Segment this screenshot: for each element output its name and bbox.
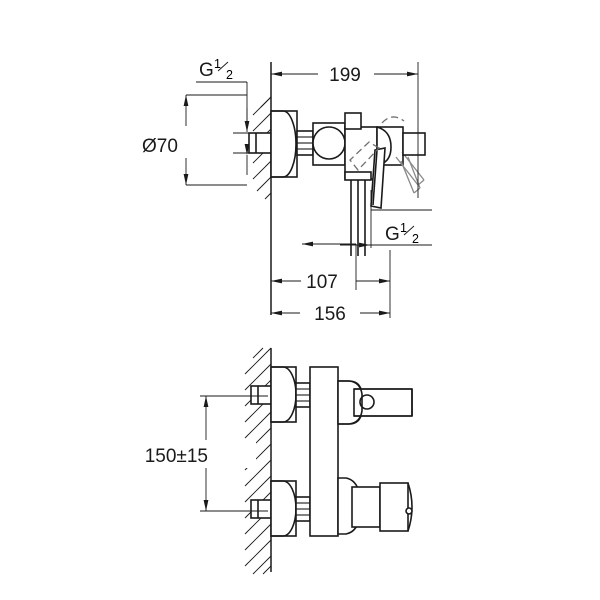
outlet-collar-side [344,171,372,181]
g-half-bottom-letter: G [385,224,400,245]
g-half-bottom-numerator: 1 [400,221,407,235]
outlet-neck-front [351,486,381,528]
side-view-group: 199 199 G 1 2 [142,57,432,325]
dimension-diameter-70: Ø70 [142,94,247,186]
g-half-top-denominator: 2 [226,68,233,82]
lever-arm-curve [338,380,363,425]
outlet-aerator-dot [405,507,413,515]
dimension-199: 199 199 [271,62,418,86]
outlet-stub-side [402,132,426,156]
outlet-cap-front [379,482,409,532]
escutcheon-round-edge [271,110,297,178]
mixer-body-front [309,366,339,537]
lever-pivot-hole [359,394,375,410]
dim-199-label-text: 199 [329,65,361,86]
valve-cartridge-circle [312,126,346,160]
top-cap-side [344,112,362,130]
g-half-top-numerator: 1 [214,57,221,71]
lever-phantom-position [349,116,405,171]
g-half-bottom-denominator: 2 [412,232,419,246]
dim-156-label: 156 [314,304,346,325]
g-half-top-letter: G [199,60,214,81]
dim-107-label: 107 [306,272,338,293]
lever-handle-edge [372,149,378,206]
dimension-156: 156 [271,250,391,325]
inlet-nipple-upper-front [250,385,272,405]
dimension-150-15: 150±15 [145,395,268,512]
inlet-nipple-lower-front [250,499,272,519]
dimension-107: 107 [271,241,390,293]
diameter-70-label: Ø70 [142,136,178,157]
dimension-g-half-top: G 1 2 [196,57,262,175]
front-view-group: 150±15 [145,347,413,575]
inlet-nipple-side [248,132,272,154]
outlet-cap-round-edge [407,482,413,532]
dimension-g-half-bottom: G 1 2 [340,190,432,248]
mixer-body-block-side [344,126,378,180]
dim-150-15-label: 150±15 [145,446,208,467]
